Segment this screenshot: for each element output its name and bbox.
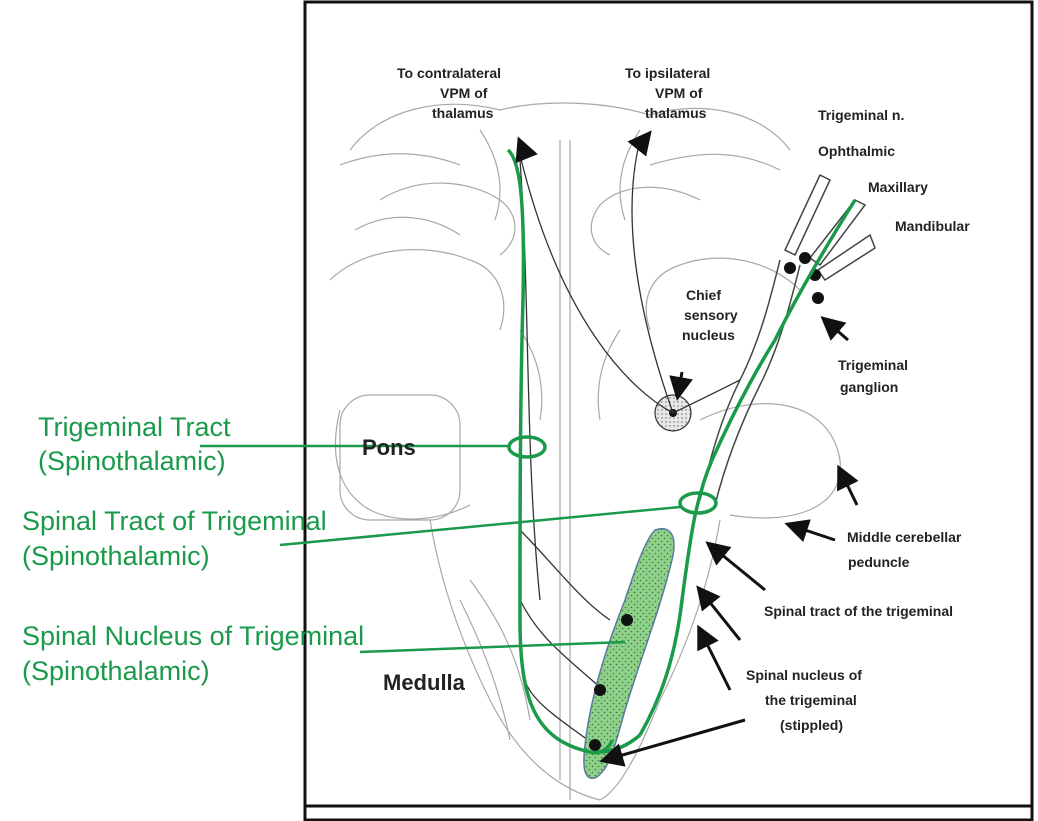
spinal-nucleus-stippled xyxy=(583,528,675,779)
label-middle-peduncle-2: peduncle xyxy=(848,554,910,570)
side-annotations: Trigeminal Tract (Spinothalamic) Spinal … xyxy=(22,412,364,686)
label-ipsilateral-2: VPM of xyxy=(655,85,703,101)
label-middle-peduncle-1: Middle cerebellar xyxy=(847,529,962,545)
annotation-spinal-tract-2: (Spinothalamic) xyxy=(22,541,210,571)
figure-labels: To contralateral VPM of thalamus To ipsi… xyxy=(362,65,970,733)
label-arrows xyxy=(515,130,859,767)
annotation-leaders xyxy=(200,444,681,654)
label-spinal-nucleus-1: Spinal nucleus of xyxy=(746,667,862,683)
spinal-nucleus-cells xyxy=(589,614,633,751)
label-chief-2: sensory xyxy=(684,307,738,323)
label-ophthalmic: Ophthalmic xyxy=(818,143,895,159)
annotation-tract-2: (Spinothalamic) xyxy=(38,446,226,476)
annotation-tract-1: Trigeminal Tract xyxy=(38,412,231,442)
label-ipsilateral-1: To ipsilateral xyxy=(625,65,710,81)
label-chief-3: nucleus xyxy=(682,327,735,343)
label-contralateral-3: thalamus xyxy=(432,105,494,121)
brainstem-outline xyxy=(329,102,841,801)
label-maxillary: Maxillary xyxy=(868,179,928,195)
label-contralateral-2: VPM of xyxy=(440,85,488,101)
annotation-spinal-nucleus-1: Spinal Nucleus of Trigeminal xyxy=(22,621,364,651)
label-ganglion-1: Trigeminal xyxy=(838,357,908,373)
label-trigeminal-n: Trigeminal n. xyxy=(818,107,904,123)
annotation-spinal-tract-1: Spinal Tract of Trigeminal xyxy=(22,506,327,536)
ganglion-cells xyxy=(784,252,824,304)
label-pons: Pons xyxy=(362,435,416,460)
label-mandibular: Mandibular xyxy=(895,218,970,234)
label-spinal-nucleus-3: (stippled) xyxy=(780,717,843,733)
annotation-spinal-nucleus-2: (Spinothalamic) xyxy=(22,656,210,686)
label-spinal-tract: Spinal tract of the trigeminal xyxy=(764,603,953,619)
label-ipsilateral-3: thalamus xyxy=(645,105,707,121)
label-spinal-nucleus-2: the trigeminal xyxy=(765,692,857,708)
spinal-tract-marker-oval xyxy=(678,491,718,515)
label-ganglion-2: ganglion xyxy=(840,379,898,395)
label-chief-1: Chief xyxy=(686,287,721,303)
label-contralateral-1: To contralateral xyxy=(397,65,501,81)
label-medulla: Medulla xyxy=(383,670,466,695)
